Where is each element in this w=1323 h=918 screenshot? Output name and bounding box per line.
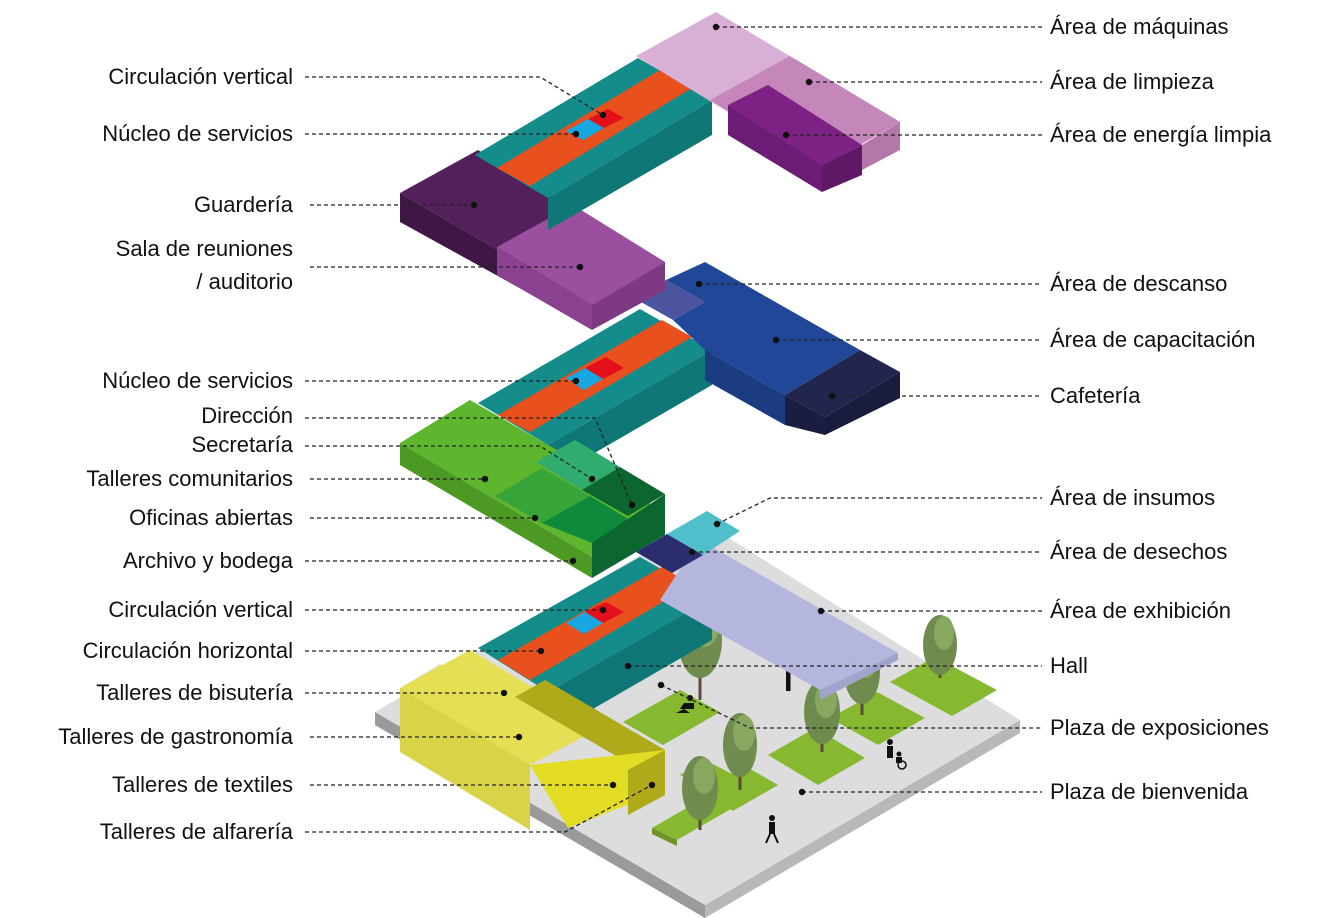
label-circulacion-horizontal: Circulación horizontal <box>83 638 293 663</box>
label-secretaria: Secretaría <box>192 432 294 457</box>
label-auditorio: / auditorio <box>196 269 293 294</box>
label-sala-reuniones: Sala de reuniones <box>116 236 293 261</box>
label-talleres-gastronomia: Talleres de gastronomía <box>58 724 294 749</box>
label-area-descanso: Área de descanso <box>1050 271 1227 296</box>
leader-dots <box>470 23 836 796</box>
label-area-energia-limpia: Área de energía limpia <box>1050 122 1272 147</box>
label-area-capacitacion: Área de capacitación <box>1050 327 1255 352</box>
label-guarderia: Guardería <box>194 192 294 217</box>
label-area-limpieza: Área de limpieza <box>1050 69 1215 94</box>
left-labels: Circulación vertical Núcleo de servicios… <box>58 64 294 844</box>
label-area-maquinas: Área de máquinas <box>1050 14 1229 39</box>
label-hall: Hall <box>1050 653 1088 678</box>
label-circulacion-vertical-bottom: Circulación vertical <box>108 597 293 622</box>
label-plaza-bienvenida: Plaza de bienvenida <box>1050 779 1249 804</box>
person-icon <box>765 815 779 844</box>
top-floor-building <box>400 12 900 330</box>
tree-icon <box>923 615 957 678</box>
label-area-desechos: Área de desechos <box>1050 539 1227 564</box>
leader-lines <box>305 26 1042 833</box>
label-area-insumos: Área de insumos <box>1050 485 1215 510</box>
label-talleres-textiles: Talleres de textiles <box>112 772 293 797</box>
label-area-exhibicion: Área de exhibición <box>1050 598 1231 623</box>
label-talleres-alfareria: Talleres de alfarería <box>100 819 294 844</box>
label-direccion: Dirección <box>201 403 293 428</box>
label-oficinas-abiertas: Oficinas abiertas <box>129 505 293 530</box>
label-talleres-bisuteria: Talleres de bisutería <box>96 680 294 705</box>
middle-floor-building <box>400 262 900 578</box>
label-archivo-bodega: Archivo y bodega <box>123 548 294 573</box>
tree-icon <box>723 713 757 790</box>
label-circulacion-vertical-top: Circulación vertical <box>108 64 293 89</box>
seated-people-icon <box>676 695 694 713</box>
label-plaza-exposiciones: Plaza de exposiciones <box>1050 715 1269 740</box>
label-talleres-comunitarios: Talleres comunitarios <box>86 466 293 491</box>
right-labels: Área de máquinas Área de limpieza Área d… <box>1050 14 1272 804</box>
label-cafeteria: Cafetería <box>1050 383 1141 408</box>
tree-icon <box>682 756 718 830</box>
label-nucleo-servicios-top: Núcleo de servicios <box>102 121 293 146</box>
wheelchair-icon <box>887 739 907 770</box>
label-nucleo-servicios-mid: Núcleo de servicios <box>102 368 293 393</box>
